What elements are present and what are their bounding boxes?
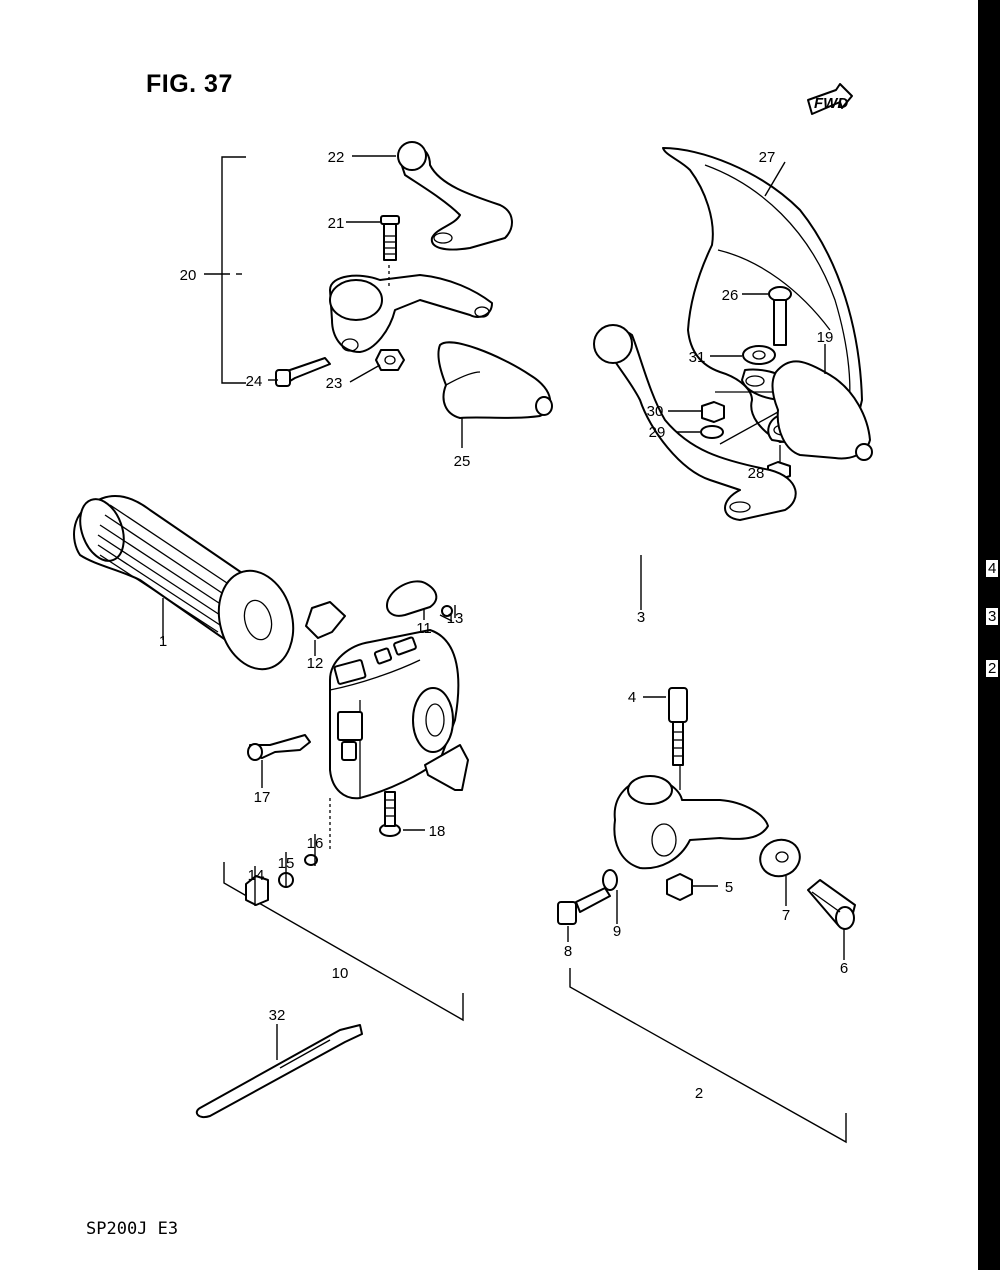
callout-number-8: 8 <box>564 943 572 960</box>
callout-number-14: 14 <box>248 867 265 884</box>
page-edge-border <box>978 0 1000 1270</box>
callout-number-4: 4 <box>628 689 636 706</box>
fwd-label: FWD <box>814 95 848 112</box>
callout-number-21: 21 <box>328 215 345 232</box>
callout-number-3: 3 <box>637 609 645 626</box>
callout-number-18: 18 <box>429 823 446 840</box>
model-code: SP200J E3 <box>86 1219 179 1239</box>
callout-number-9: 9 <box>613 923 621 940</box>
callout-number-24: 24 <box>246 373 263 390</box>
figure-title: FIG. 37 <box>146 70 233 98</box>
callout-number-32: 32 <box>269 1007 286 1024</box>
callout-number-12: 12 <box>307 655 324 672</box>
edge-number: 4 <box>986 560 999 577</box>
fwd-arrow-icon: FWD <box>807 83 853 115</box>
callout-number-10: 10 <box>332 965 349 982</box>
callout-number-19: 19 <box>817 329 834 346</box>
callout-number-20: 20 <box>180 267 197 284</box>
handle-switch-assembly <box>223 580 469 1022</box>
callout-number-17: 17 <box>254 789 271 806</box>
callout-number-13: 13 <box>447 610 464 627</box>
callout-number-7: 7 <box>782 907 790 924</box>
grip <box>73 494 295 671</box>
callout-number-6: 6 <box>840 960 848 977</box>
edge-number: 3 <box>986 608 999 625</box>
callout-number-16: 16 <box>307 835 324 852</box>
callout-number-15: 15 <box>278 855 295 872</box>
callout-number-26: 26 <box>722 287 739 304</box>
lower-lever-assembly <box>557 324 873 1144</box>
callout-number-25: 25 <box>454 453 471 470</box>
callout-number-31: 31 <box>689 349 706 366</box>
callout-labels: 1234567891011121314151617181920212223242… <box>159 149 848 1102</box>
callout-number-22: 22 <box>328 149 345 166</box>
callout-number-28: 28 <box>748 465 765 482</box>
callout-number-30: 30 <box>647 403 664 420</box>
callout-number-2: 2 <box>695 1085 703 1102</box>
edge-number: 2 <box>986 660 999 677</box>
callout-number-1: 1 <box>159 633 167 650</box>
callout-number-23: 23 <box>326 375 343 392</box>
band <box>195 1024 363 1118</box>
callout-number-11: 11 <box>416 620 432 637</box>
callout-number-5: 5 <box>725 879 733 896</box>
callout-number-27: 27 <box>759 149 776 166</box>
callout-number-29: 29 <box>649 424 666 441</box>
upper-lever-assembly <box>204 141 553 448</box>
